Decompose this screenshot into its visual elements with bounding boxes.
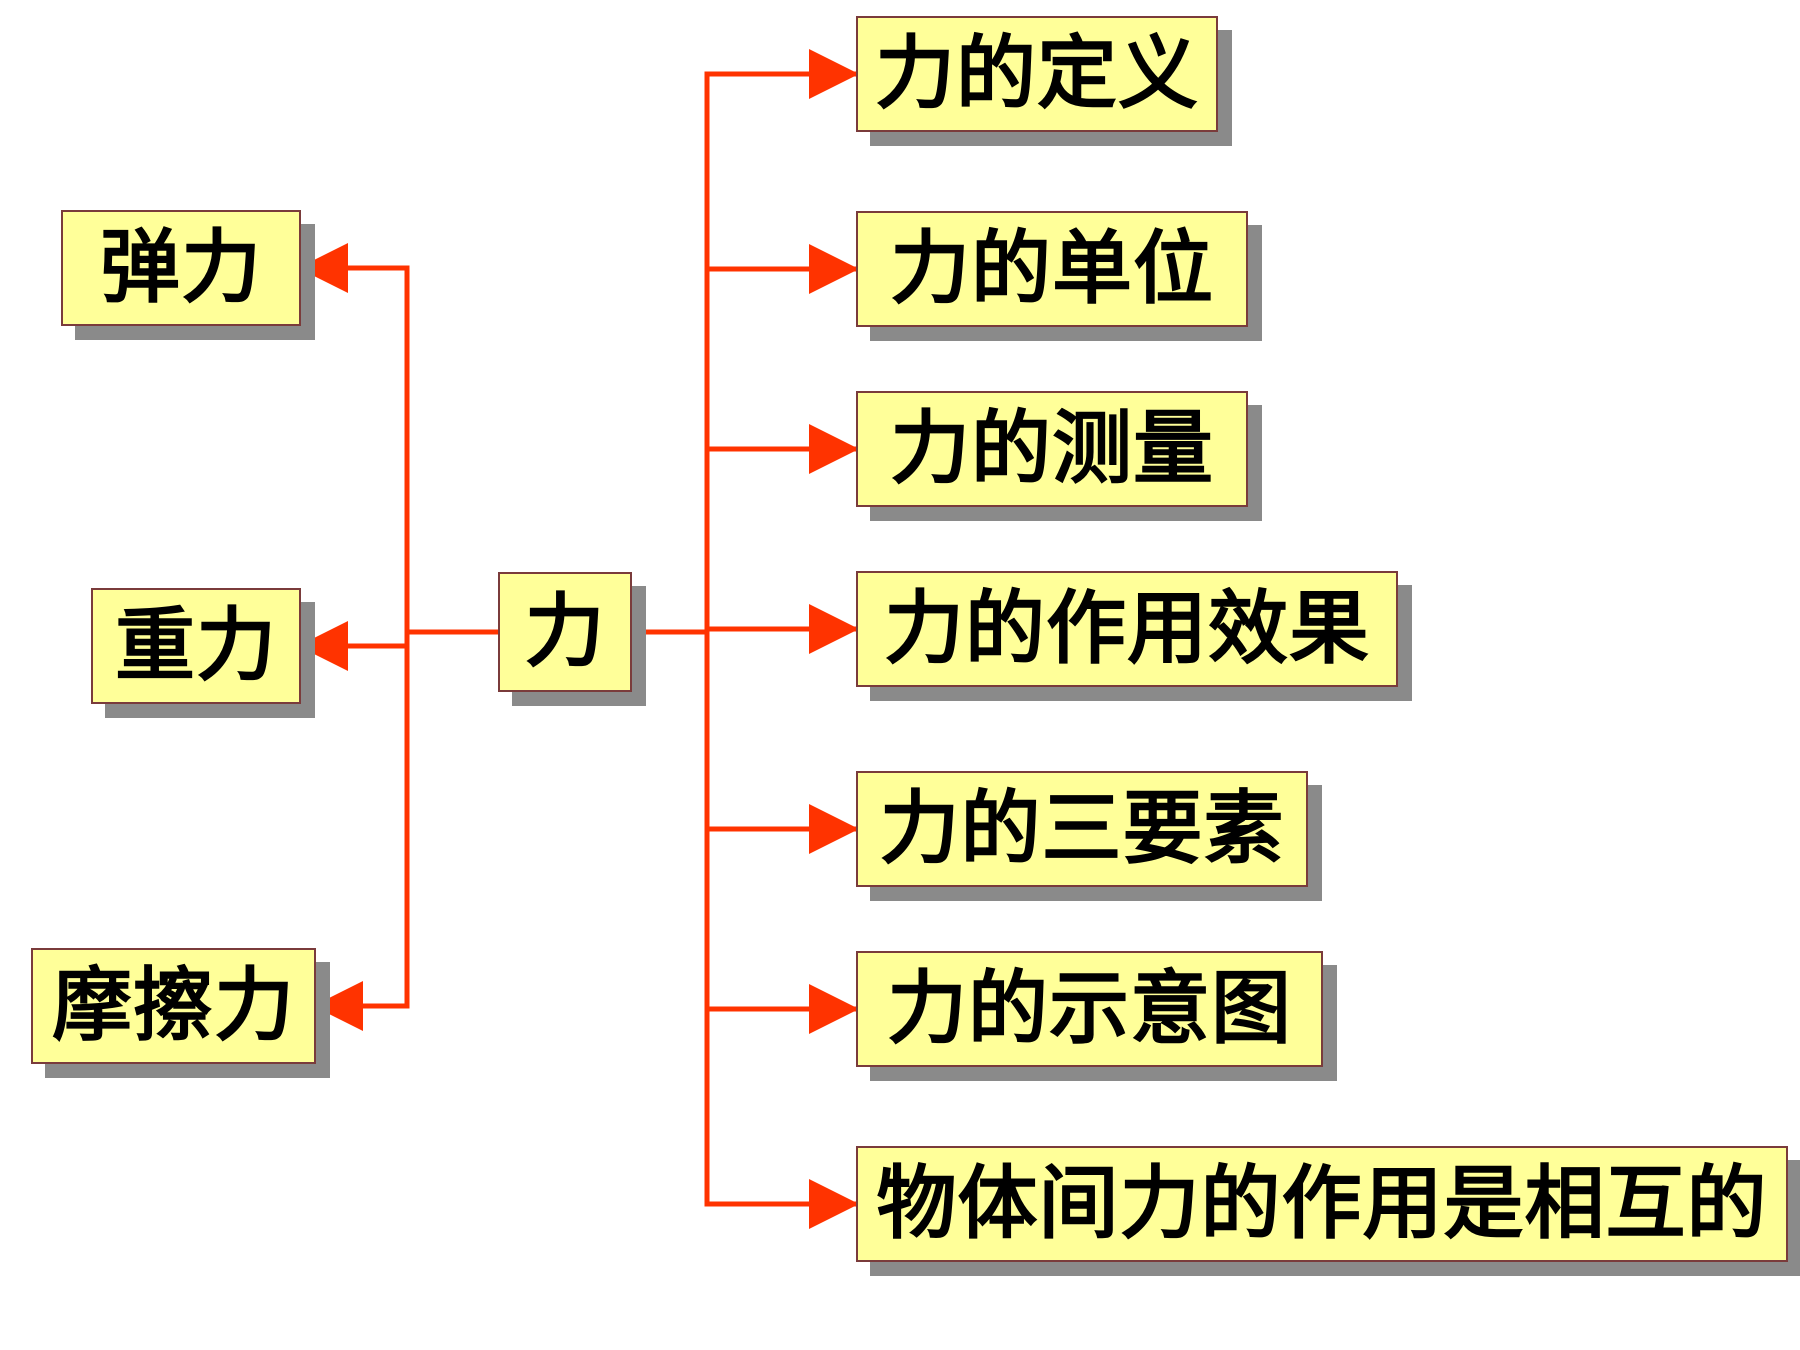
right-node-measurement: 力的测量 [856,391,1248,507]
left-node-elastic-force: 弹力 [61,210,301,326]
right-node-mutual-action: 物体间力的作用是相互的 [856,1146,1788,1262]
right-node-unit: 力的单位 [856,211,1248,327]
right-node-diagram: 力的示意图 [856,951,1323,1067]
right-node-effects: 力的作用效果 [856,571,1398,687]
left-node-friction: 摩擦力 [31,948,316,1064]
right-node-three-elements: 力的三要素 [856,771,1308,887]
left-node-gravity: 重力 [91,588,301,704]
center-node-force: 力 [498,572,632,692]
right-node-definition: 力的定义 [856,16,1218,132]
